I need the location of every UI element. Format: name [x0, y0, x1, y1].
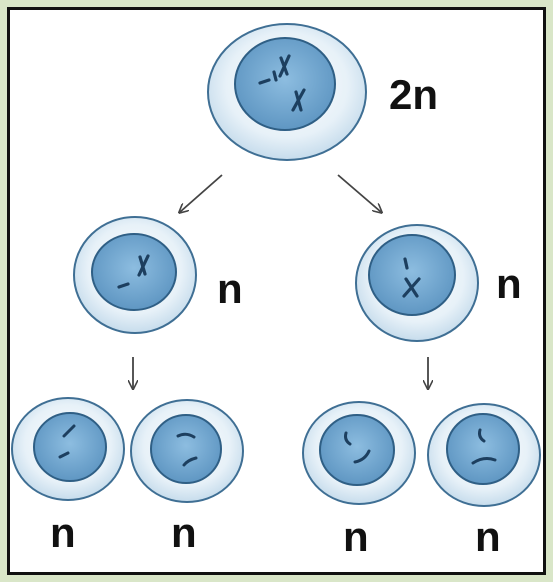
- gamete-2-chromosomes: [176, 432, 198, 467]
- gamete-cell-3: [302, 401, 416, 505]
- daughter-left-chromosomes: [117, 254, 150, 289]
- daughter-left-ploidy-label: n: [217, 265, 243, 312]
- gamete-3-ploidy-label: n: [343, 513, 369, 560]
- gamete-1-chromosomes: [58, 424, 76, 459]
- daughter-left-nucleus: [91, 233, 177, 311]
- arrow-to-left-daughter: [180, 174, 223, 212]
- gamete-3-nucleus: [319, 414, 395, 486]
- gamete-2-ploidy-label: n: [171, 509, 197, 556]
- daughter-cell-right: [355, 224, 479, 342]
- gamete-1-nucleus: [33, 412, 107, 482]
- daughter-right-nucleus: [368, 234, 456, 316]
- gamete-cell-1: [11, 397, 125, 501]
- gamete-4-nucleus: [446, 413, 520, 485]
- parent-cell: [207, 23, 367, 161]
- gamete-3-chromosomes: [344, 431, 371, 464]
- daughter-right-chromosomes: [402, 257, 421, 298]
- daughter-cell-left: [73, 216, 197, 334]
- gamete-cell-2: [130, 399, 244, 503]
- arrow-to-right-daughter: [337, 174, 381, 212]
- daughter-right-ploidy-label: n: [496, 260, 522, 307]
- gamete-1-ploidy-label: n: [50, 509, 76, 556]
- parent-cell-nucleus: [234, 37, 336, 131]
- parent-ploidy-label: 2n: [389, 71, 438, 118]
- gamete-4-chromosomes: [471, 428, 497, 465]
- parent-chromosomes: [258, 54, 306, 112]
- gamete-2-nucleus: [150, 414, 222, 484]
- gamete-cell-4: [427, 403, 541, 507]
- gamete-4-ploidy-label: n: [475, 513, 501, 560]
